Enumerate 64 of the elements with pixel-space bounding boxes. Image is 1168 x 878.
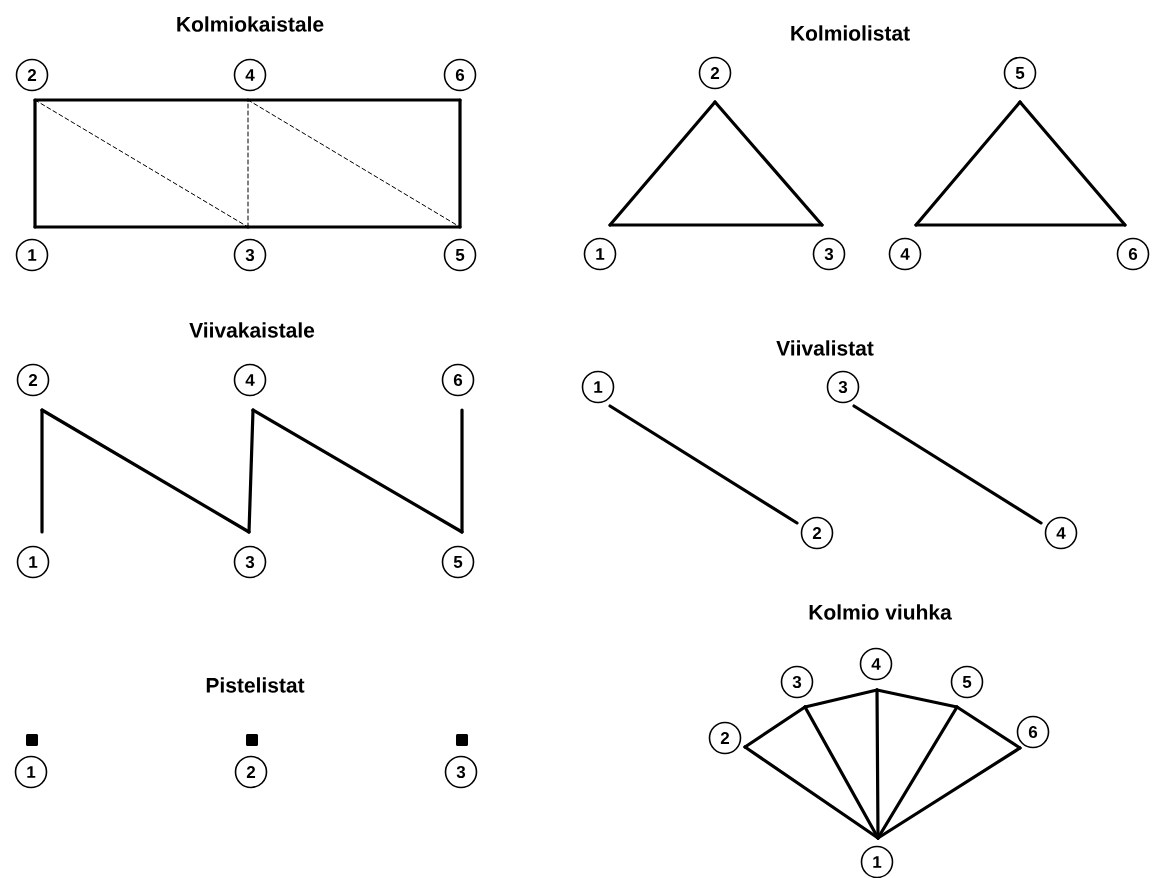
line: [40, 408, 251, 534]
vertex-number: 3: [233, 545, 267, 579]
line: [852, 404, 1043, 525]
panel-title: Pistelistat: [206, 677, 305, 693]
vertex-number: 3: [826, 370, 860, 404]
line: [743, 705, 807, 749]
line: [608, 100, 717, 227]
panel-title: Kolmiokaistale: [177, 16, 324, 32]
panel-title: Viivalistat: [776, 340, 874, 356]
line: [608, 404, 799, 525]
line: [246, 225, 462, 229]
line: [914, 100, 1022, 227]
vertex-number: 1: [15, 238, 49, 272]
vertex-number: 1: [583, 237, 617, 271]
line: [40, 408, 44, 534]
line: [955, 705, 1022, 750]
vertex-number: 5: [441, 545, 475, 579]
line: [460, 408, 464, 534]
vertex-number: 4: [1044, 516, 1078, 550]
line: [608, 223, 824, 227]
vertex-number: 3: [780, 665, 814, 699]
vertex-number: 2: [234, 755, 268, 789]
line: [33, 98, 250, 102]
line: [713, 100, 824, 227]
vertex-number: 4: [233, 363, 267, 397]
vertex-number: 5: [443, 238, 477, 272]
vertex-number: 1: [581, 370, 615, 404]
vertex-number: 4: [233, 58, 267, 92]
vertex-number: 5: [950, 665, 984, 699]
panel-title: Kolmiolistat: [791, 25, 910, 41]
vertex-number: 4: [859, 647, 893, 681]
line: [247, 408, 255, 534]
vertex-number: 6: [1016, 715, 1050, 749]
panel-title: Viivakaistale: [189, 322, 315, 338]
vertex-number: 2: [698, 56, 732, 90]
line: [34, 99, 249, 228]
vertex-number: 6: [443, 58, 477, 92]
line: [247, 99, 461, 228]
vertex-number: 6: [1116, 237, 1150, 271]
line: [876, 746, 1022, 840]
line: [914, 223, 1127, 227]
vertex-number: 3: [444, 755, 478, 789]
vertex-number: 2: [16, 363, 50, 397]
line: [803, 688, 879, 709]
vertex-number: 3: [233, 238, 267, 272]
line: [875, 688, 959, 709]
line: [458, 98, 462, 229]
panel-title: Kolmio viuhka: [809, 604, 952, 620]
vertex-number: 2: [800, 516, 834, 550]
line: [33, 225, 250, 229]
vertex-number: 2: [15, 58, 49, 92]
vertex-number: 4: [888, 237, 922, 271]
vertex-number: 2: [708, 721, 742, 755]
vertex-number: 5: [1003, 56, 1037, 90]
line: [251, 408, 464, 534]
vertex-number: 6: [441, 363, 475, 397]
vertex-number: 3: [812, 237, 846, 271]
line: [246, 98, 462, 102]
vertex-number: 1: [860, 845, 894, 878]
line: [1018, 100, 1127, 227]
line: [33, 98, 37, 229]
vertex-number: 1: [16, 545, 50, 579]
line: [247, 99, 249, 228]
vertex-number: 1: [14, 755, 48, 789]
